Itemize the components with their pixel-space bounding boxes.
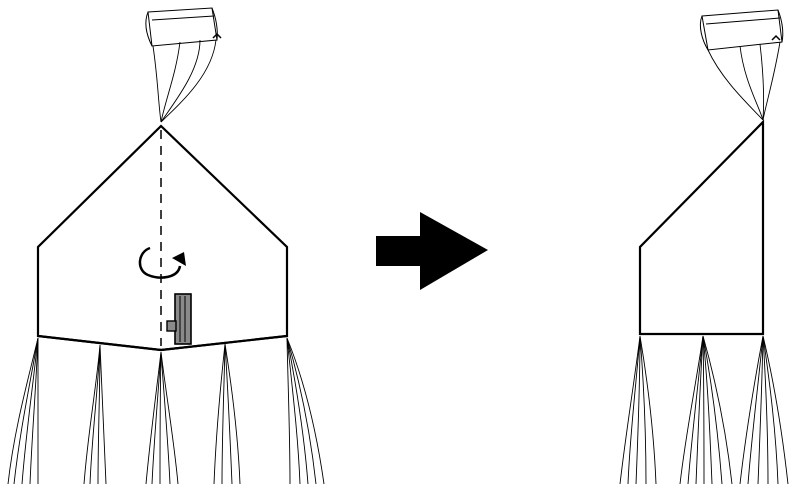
right-canopy-group	[619, 9, 789, 484]
grey-tab-icon	[166, 293, 192, 345]
right-canopy-outline	[638, 119, 765, 336]
left-canopy-outline	[36, 124, 289, 352]
right-suspension-lines	[619, 335, 789, 484]
rotate-arrow-icon	[138, 246, 186, 279]
right-arrow-icon	[376, 212, 488, 290]
left-canopy-group	[7, 7, 325, 484]
left-suspension-lines	[7, 337, 325, 484]
left-pilot-chute	[145, 7, 222, 123]
right-pilot-chute	[699, 9, 784, 121]
